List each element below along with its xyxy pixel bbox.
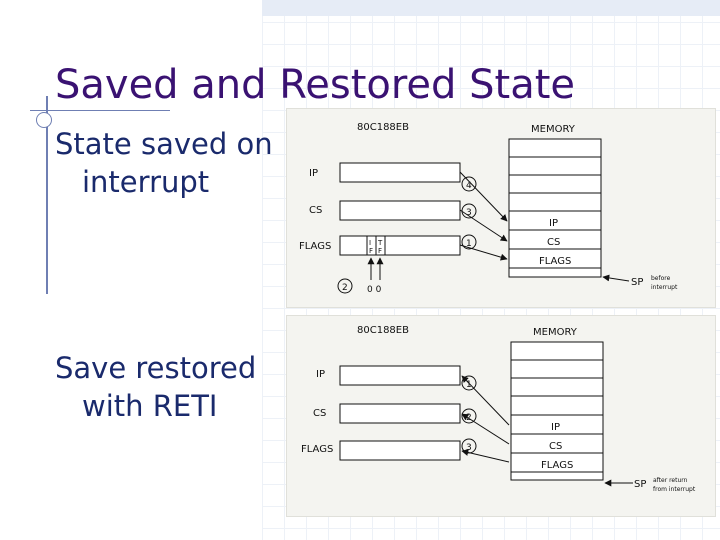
cs-register xyxy=(339,403,461,424)
register-label-flags: FLAGS xyxy=(299,241,331,252)
sp-note-line1: after return xyxy=(653,477,688,484)
chip-label: 80C188EB xyxy=(357,325,409,336)
sp-note-line1: before xyxy=(651,275,671,282)
memory-label: MEMORY xyxy=(533,327,578,338)
step-2-label: 2 xyxy=(342,283,348,293)
bullet-line-continued: with RETI xyxy=(82,389,218,423)
ip-register xyxy=(339,162,461,183)
accent-circle xyxy=(36,112,52,128)
flag-bit-t: T xyxy=(377,239,383,247)
bullet-line: Save restored xyxy=(55,351,257,385)
chip-label: 80C188EB xyxy=(357,122,409,133)
step-4-circle xyxy=(461,176,477,192)
bullet-state-saved: State saved on interrupt xyxy=(55,125,275,201)
cs-pop-arrow xyxy=(461,413,510,445)
stack-cell-cs: CS xyxy=(547,237,560,248)
sp-note-line2: from interrupt xyxy=(653,486,696,493)
flags-register xyxy=(339,235,461,256)
sp-label: SP xyxy=(634,479,646,490)
interrupt-restore-svg: 80C188EB MEMORY IP CS FLAGS 1 2 3 IP CS … xyxy=(301,325,696,493)
left-accent-line xyxy=(46,96,48,294)
memory-column xyxy=(510,341,604,481)
sp-note-line2: interrupt xyxy=(651,284,678,291)
step-1-circle xyxy=(461,375,477,391)
ip-pop-arrow xyxy=(461,375,510,426)
flags-register xyxy=(339,440,461,461)
memory-stack: IP CS FLAGS xyxy=(508,138,602,278)
register-label-flags: FLAGS xyxy=(301,444,333,455)
cs-register xyxy=(339,200,461,221)
ip-push-arrow xyxy=(459,171,508,222)
register-label-ip: IP xyxy=(316,369,325,380)
top-decor-bar xyxy=(262,0,720,16)
register-label-cs: CS xyxy=(313,408,326,419)
memory-stack: IP CS FLAGS xyxy=(510,341,604,481)
interrupt-save-diagram: 80C188EB MEMORY IP CS FLAGS I T F F 0 0 … xyxy=(286,108,716,308)
step-1-label: 1 xyxy=(466,239,472,249)
stack-cell-flags: FLAGS xyxy=(541,460,573,471)
flag-bit-f: F xyxy=(378,247,382,255)
step-3-label: 3 xyxy=(466,443,472,453)
stack-cell-ip: IP xyxy=(549,218,558,229)
step-3-label: 3 xyxy=(466,208,472,218)
step-1-circle xyxy=(461,234,477,250)
stack-cell-ip: IP xyxy=(551,422,560,433)
flag-bit-f: F xyxy=(369,247,373,255)
memory-column xyxy=(508,138,602,278)
bullet-line: State saved on xyxy=(55,127,273,161)
step-2-circle xyxy=(337,278,353,294)
flags-push-arrow xyxy=(459,244,508,261)
slide-title: Saved and Restored State xyxy=(55,62,576,108)
interrupt-save-svg: 80C188EB MEMORY IP CS FLAGS I T F F 0 0 … xyxy=(299,122,678,295)
flag-values: 0 0 xyxy=(367,285,382,295)
register-label-ip: IP xyxy=(309,168,318,179)
ip-register xyxy=(339,365,461,386)
register-label-cs: CS xyxy=(309,205,322,216)
title-underline-rule xyxy=(30,110,170,111)
stack-cell-cs: CS xyxy=(549,441,562,452)
interrupt-restore-diagram: 80C188EB MEMORY IP CS FLAGS 1 2 3 IP CS … xyxy=(286,315,716,517)
sp-arrow xyxy=(602,274,630,282)
step-1-label: 1 xyxy=(466,380,472,390)
bullet-line-continued: interrupt xyxy=(82,165,210,199)
cs-push-arrow xyxy=(459,209,508,242)
memory-label: MEMORY xyxy=(531,124,576,135)
flag-bit-i: I xyxy=(369,239,371,247)
step-4-label: 4 xyxy=(466,181,472,191)
sp-label: SP xyxy=(631,277,643,288)
stack-cell-flags: FLAGS xyxy=(539,256,571,267)
bullet-save-restored: Save restored with RETI xyxy=(55,349,275,425)
flags-pop-arrow xyxy=(461,449,510,463)
